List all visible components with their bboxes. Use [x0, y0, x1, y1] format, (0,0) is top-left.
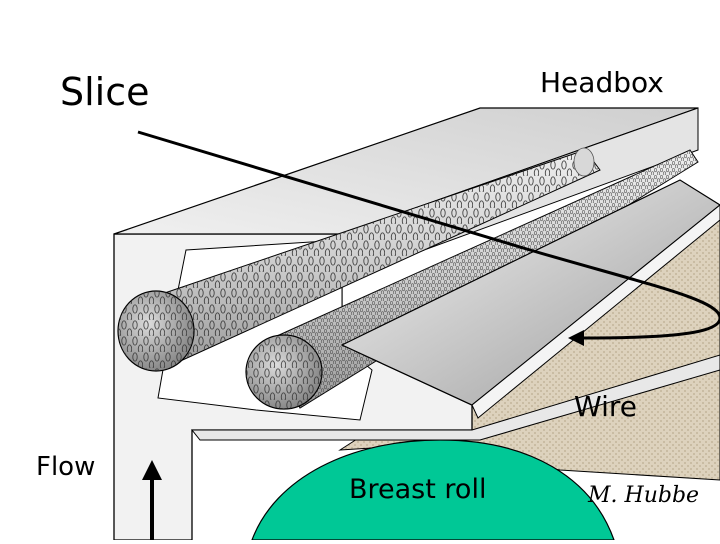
- flow-label: Flow: [36, 452, 96, 482]
- breast-roll-label: Breast roll: [349, 474, 487, 505]
- wire-label: Wire: [574, 390, 637, 423]
- upper-tube-perforations: [150, 150, 600, 368]
- slice-pointer-arrowhead: [568, 330, 584, 346]
- headbox-lower-lip: [190, 354, 720, 441]
- slice-label: Slice: [60, 70, 150, 114]
- headbox-label: Headbox: [540, 66, 664, 99]
- slice-blade-edge: [471, 204, 720, 419]
- lower-tube-end-perforations: [246, 335, 322, 409]
- upper-tube-far-end: [573, 147, 595, 177]
- author-credit: M. Hubbe: [588, 483, 700, 508]
- upper-tube-end-perforations: [118, 291, 194, 371]
- flow-arrow-head: [142, 460, 162, 480]
- slice-blade: [340, 179, 720, 406]
